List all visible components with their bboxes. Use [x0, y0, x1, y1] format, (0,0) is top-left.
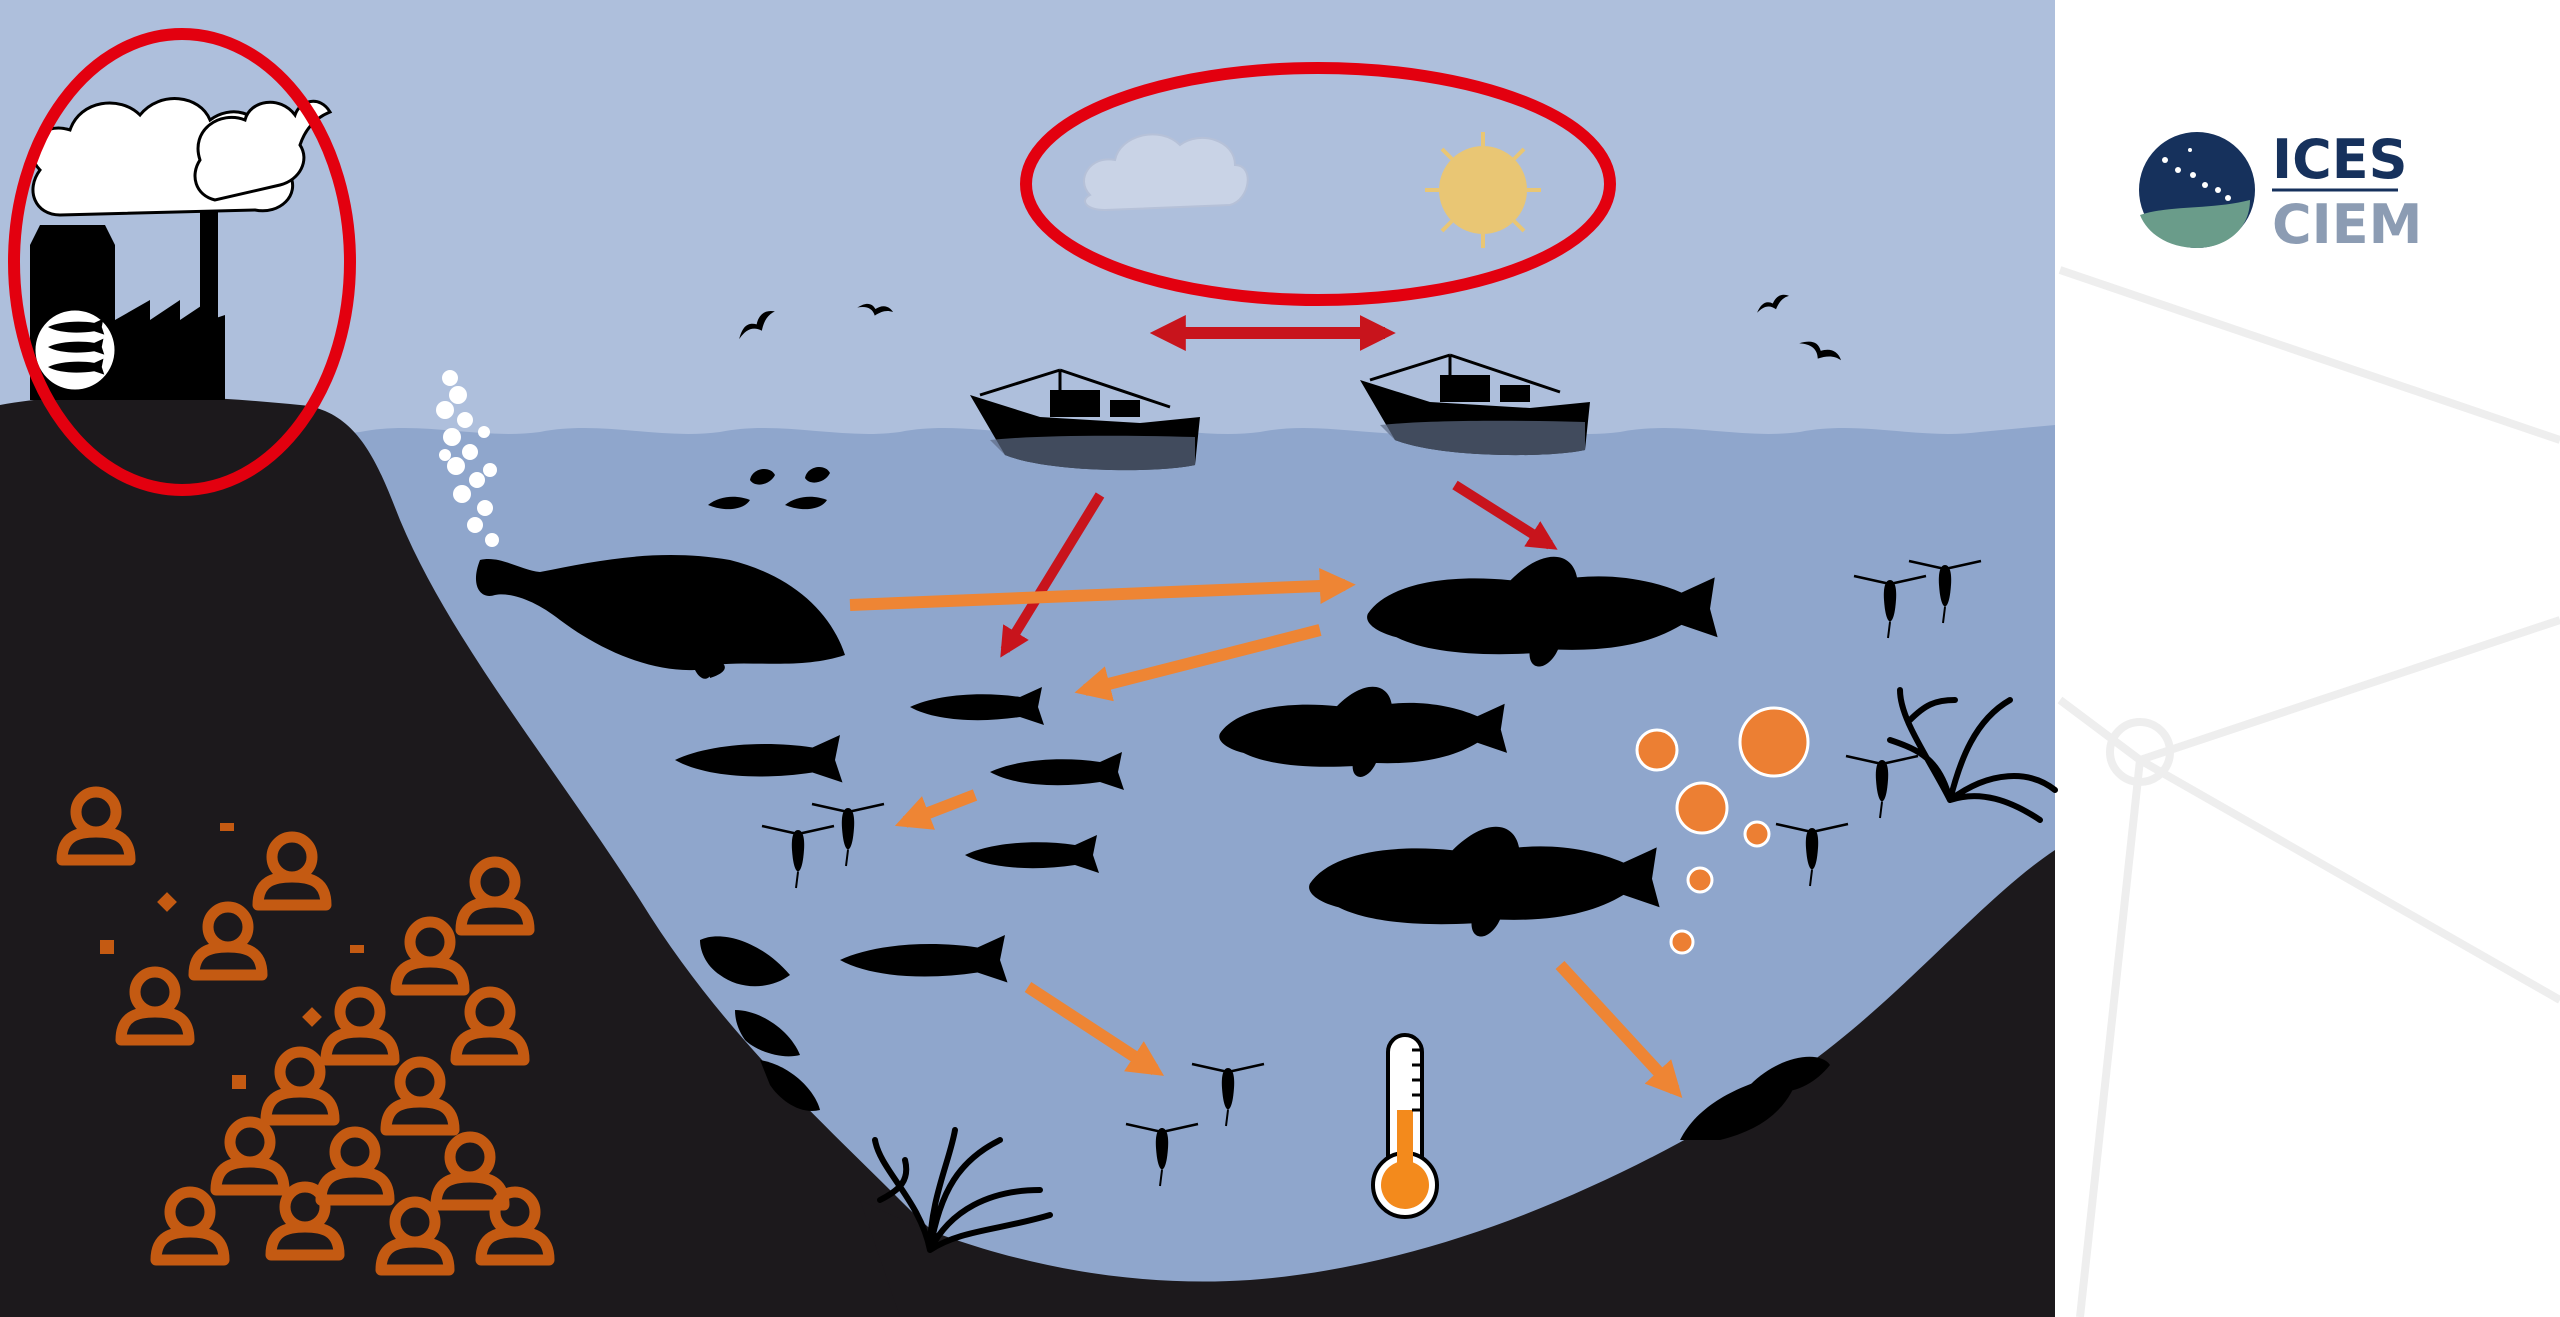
logo-text-ciem: CIEM	[2272, 193, 2422, 256]
sun-icon	[1425, 132, 1541, 248]
sky	[0, 0, 2055, 440]
fish-badge-icon	[33, 308, 117, 392]
logo-text-ices: ICES	[2272, 128, 2408, 191]
